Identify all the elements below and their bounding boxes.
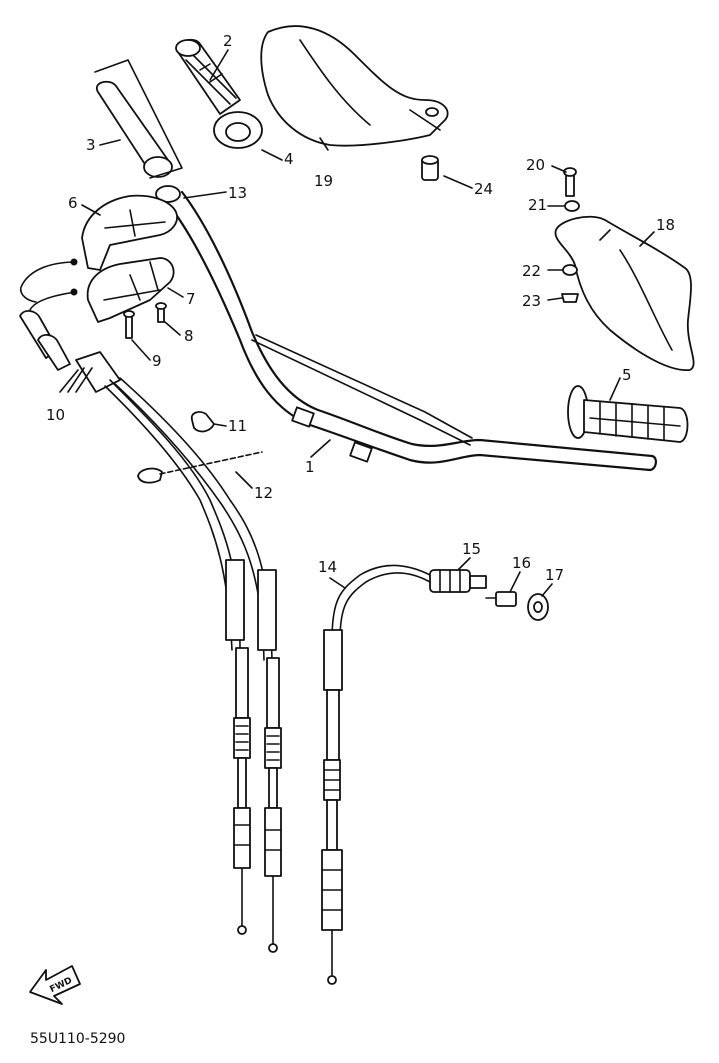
fwd-arrow: FWD bbox=[29, 965, 81, 1005]
adjuster-15 bbox=[429, 569, 487, 593]
callout-2: 2 bbox=[223, 32, 233, 50]
boot-17 bbox=[527, 593, 549, 621]
callout-24: 24 bbox=[474, 180, 493, 198]
grip-5 bbox=[567, 385, 689, 443]
throttle-cables bbox=[75, 351, 282, 953]
callouts: 1 2 3 4 5 6 7 8 9 10 11 12 13 14 15 16 1… bbox=[46, 32, 675, 584]
throttle-grip bbox=[95, 80, 181, 203]
callout-19: 19 bbox=[314, 172, 333, 190]
ring-4 bbox=[213, 111, 263, 149]
tie-band-12 bbox=[137, 451, 263, 484]
callout-5: 5 bbox=[622, 366, 632, 384]
callout-20: 20 bbox=[526, 156, 545, 174]
callout-18: 18 bbox=[656, 216, 675, 234]
screws-8-9 bbox=[123, 302, 167, 339]
switch-housing-7 bbox=[86, 257, 175, 323]
callout-8: 8 bbox=[184, 327, 194, 345]
callout-12: 12 bbox=[254, 484, 273, 502]
handlebar bbox=[163, 190, 657, 472]
callout-21: 21 bbox=[528, 196, 547, 214]
callout-6: 6 bbox=[68, 194, 78, 212]
figure-code: 55U110-5290 bbox=[30, 1031, 125, 1047]
grip-2 bbox=[175, 38, 241, 115]
callout-4: 4 bbox=[284, 150, 294, 168]
locknut-16 bbox=[485, 591, 517, 607]
leader-lines bbox=[59, 49, 655, 597]
switch-wires bbox=[19, 258, 78, 371]
spacer-24 bbox=[421, 155, 439, 181]
callout-23: 23 bbox=[522, 292, 541, 310]
callout-9: 9 bbox=[152, 352, 162, 370]
callout-1: 1 bbox=[305, 458, 315, 476]
callout-17: 17 bbox=[545, 566, 564, 584]
callout-15: 15 bbox=[462, 540, 481, 558]
hand-guard-18 bbox=[554, 215, 695, 371]
bracket-3 bbox=[94, 59, 183, 179]
switch-housing-6 bbox=[81, 194, 178, 271]
callout-11: 11 bbox=[228, 417, 247, 435]
clamp-11 bbox=[190, 411, 215, 433]
callout-13: 13 bbox=[228, 184, 247, 202]
hand-guard-19 bbox=[260, 25, 449, 147]
callout-22: 22 bbox=[522, 262, 541, 280]
callout-3: 3 bbox=[86, 136, 96, 154]
callout-7: 7 bbox=[186, 290, 196, 308]
callout-16: 16 bbox=[512, 554, 531, 572]
callout-10: 10 bbox=[46, 406, 65, 424]
hardware-20-23 bbox=[561, 167, 580, 303]
callout-14: 14 bbox=[318, 558, 337, 576]
clutch-cable-14 bbox=[321, 564, 431, 985]
